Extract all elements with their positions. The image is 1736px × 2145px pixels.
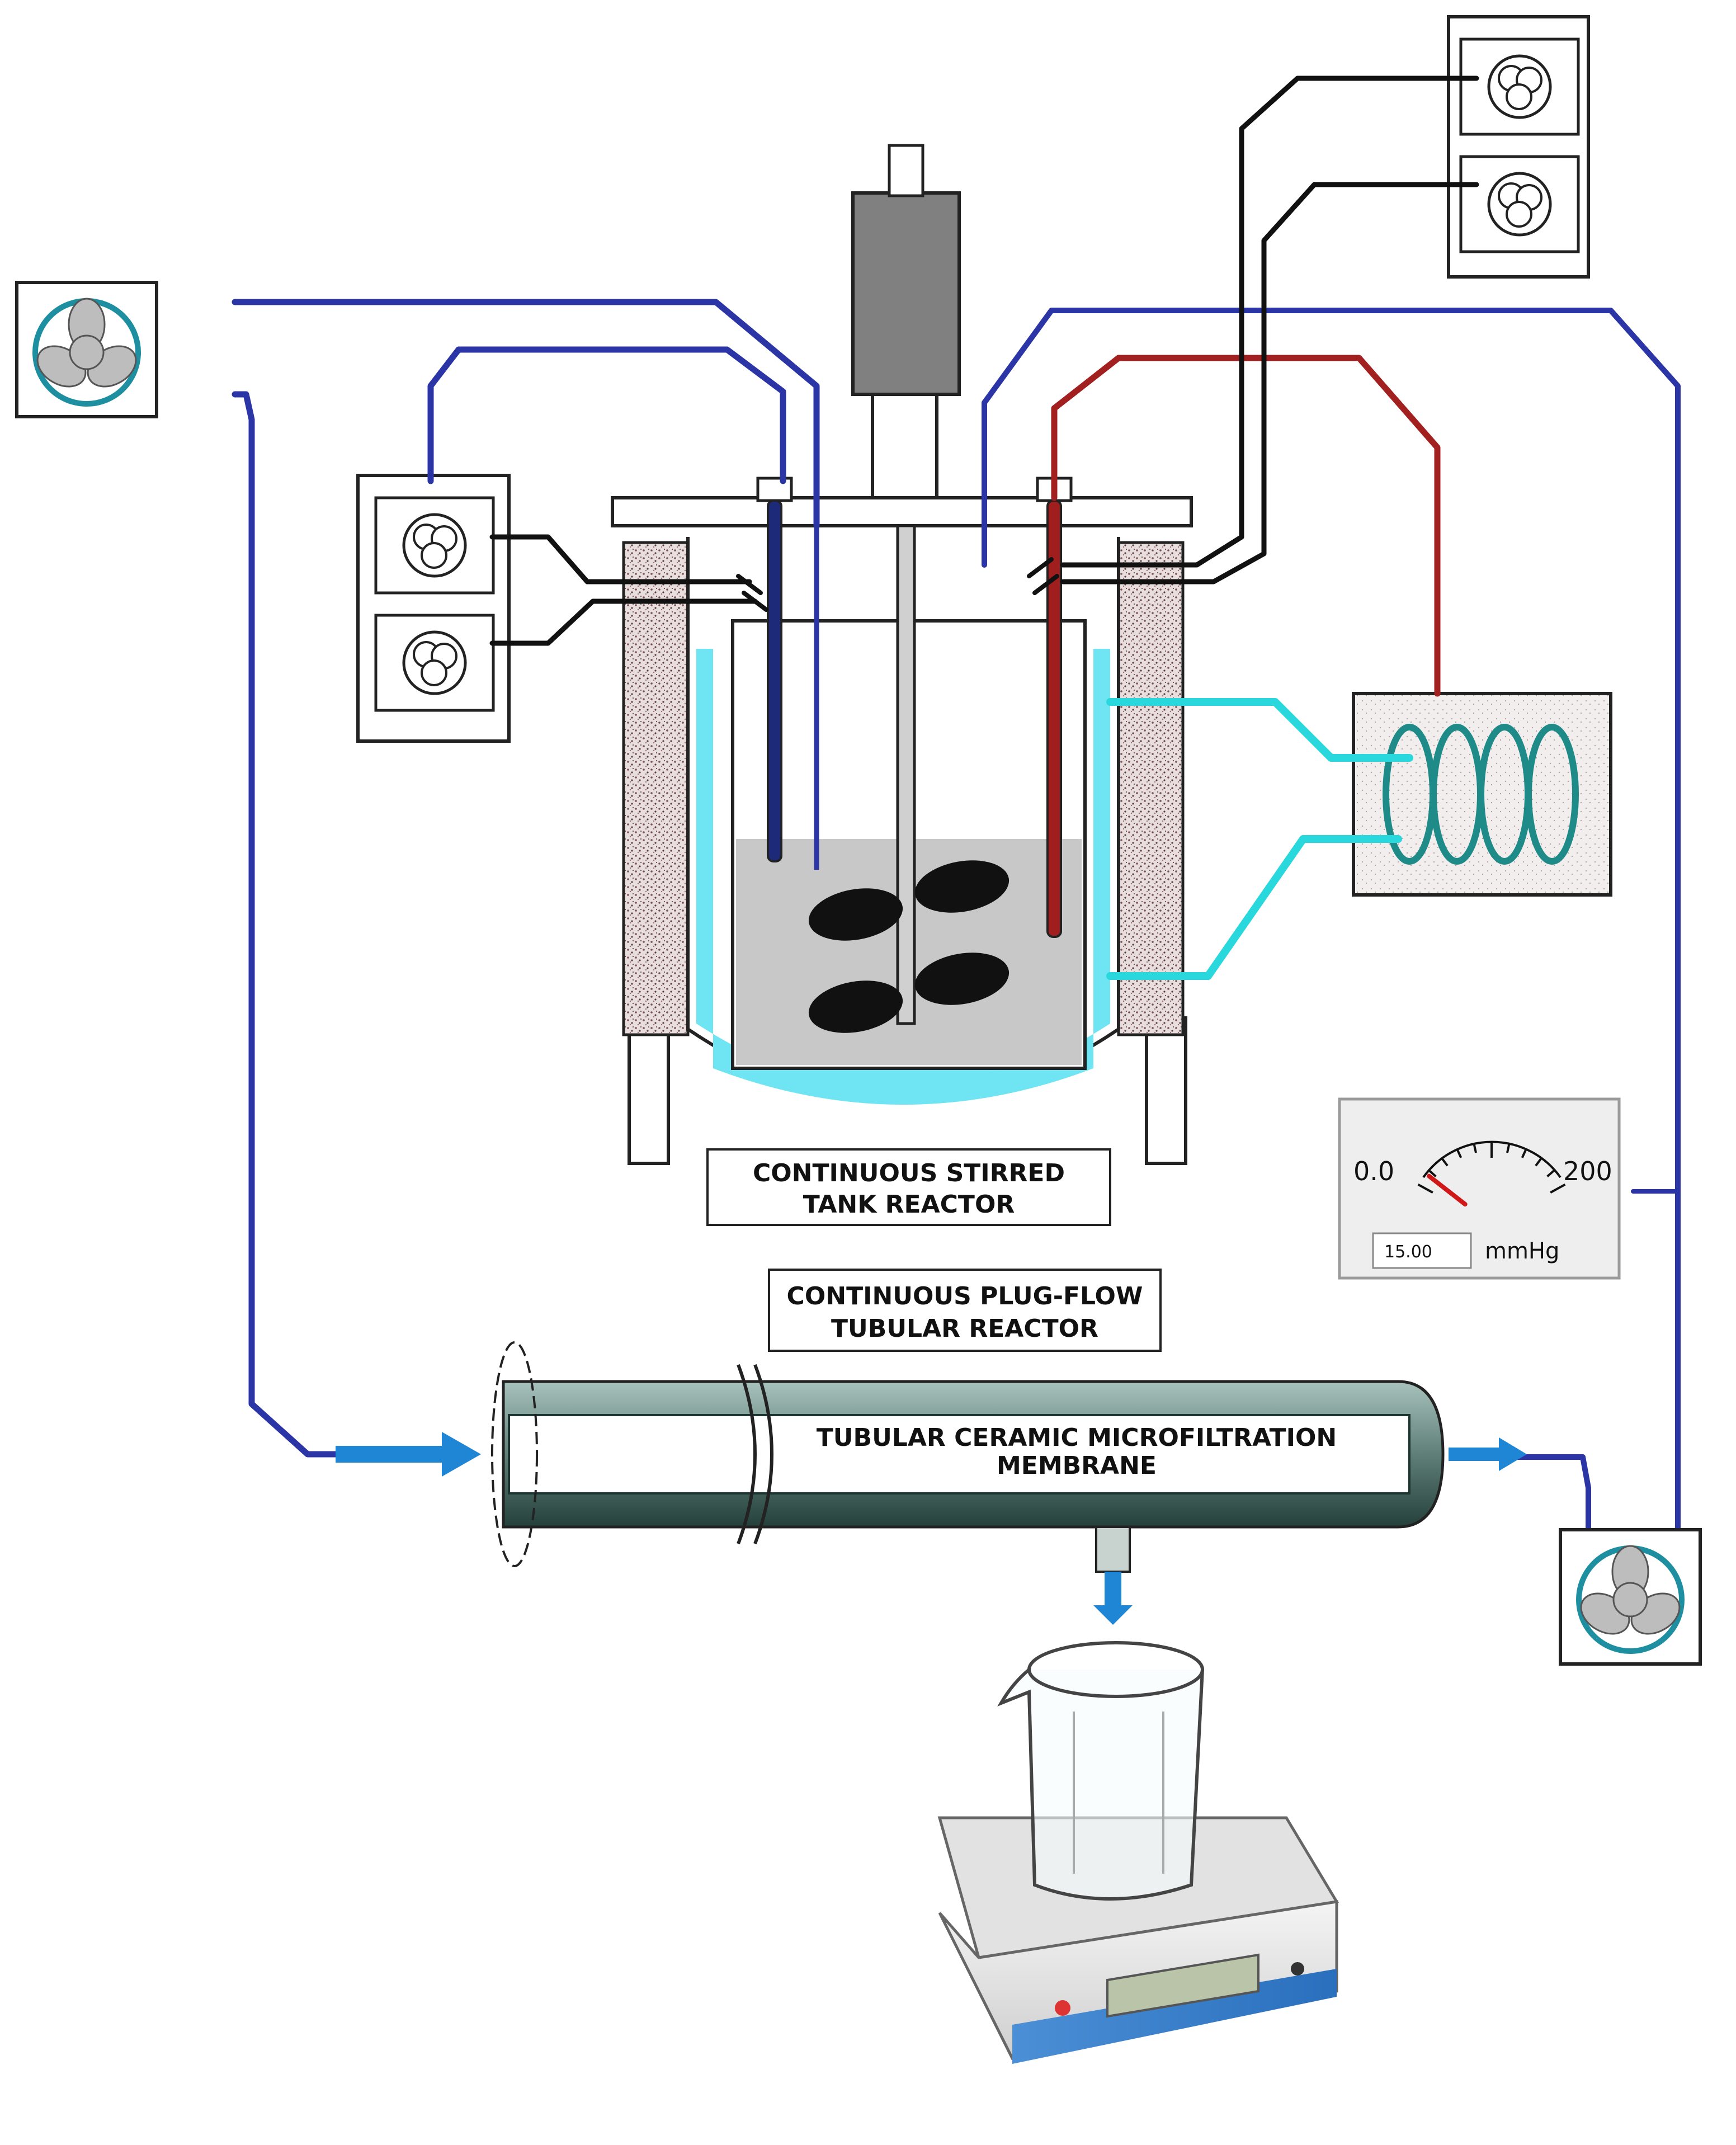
cstr-label-line1: CONTINUOUS STIRRED [753,1159,1065,1187]
gauge-tick [1535,1157,1543,1167]
inlet-arrow [336,1432,481,1477]
controller-unit-icon [376,615,493,710]
beaker-icon [997,1641,1204,1901]
gauge-readout-box [1372,1232,1472,1269]
controller-unit-icon [1461,39,1578,134]
pfr-label: CONTINUOUS PLUG-FLOW TUBULAR REACTOR [768,1269,1162,1352]
gauge-ticks [1417,1141,1566,1194]
gauge-tick [1440,1157,1449,1167]
peristaltic-pump-icon [1560,1530,1700,1664]
cstr-vessel [611,144,1193,1165]
membrane-label-line1: TUBULAR CERAMIC MICROFILTRATION [817,1423,1337,1452]
gauge-needle [1427,1173,1468,1207]
probe-left [767,499,782,862]
tubular-membrane [491,1341,1445,1573]
pipe-network [232,76,1681,1558]
gauge-reading: 15.00 [1384,1242,1432,1262]
left-controller-panel [356,474,511,743]
right-controller-panel [1447,15,1590,279]
controller-unit-icon [1461,157,1578,252]
permeate-arrow [1093,1572,1133,1625]
membrane-label-line2: MEMBRANE [997,1451,1157,1480]
cstr-label: CONTINUOUS STIRRED TANK REACTOR [706,1148,1111,1226]
gauge-tick [1506,1142,1511,1153]
peristaltic-pump-icon [17,282,157,417]
pfr-label-line2: TUBULAR REACTOR [831,1314,1098,1343]
cstr-label-line2: TANK REACTOR [803,1190,1015,1219]
gauge-tick [1417,1183,1433,1194]
gauge-min-label: 0.0 [1353,1156,1394,1186]
gauge-unit: mmHg [1485,1238,1559,1264]
gauge-tick [1546,1169,1556,1177]
outlet-arrow [1449,1437,1527,1471]
heating-coil-icon [1352,692,1612,897]
gauge-tick [1550,1183,1566,1194]
flow-arrows [336,1432,1527,1625]
controller-unit-icon [376,498,493,593]
temperature-probe [1046,499,1062,938]
gauge-tick [1473,1142,1477,1153]
reactor-lid [611,496,1193,527]
stirrer-shaft [896,524,916,1025]
pfr-label-line1: CONTINUOUS PLUG-FLOW [787,1282,1143,1310]
gauge-tick [1427,1169,1437,1177]
membrane-label: TUBULAR CERAMIC MICROFILTRATION MEMBRANE [817,1423,1337,1480]
gauge-tick [1521,1148,1527,1158]
pressure-gauge: 0.0 200 15.00 mmHg [1338,1097,1621,1280]
gauge-tick [1456,1148,1463,1158]
stirrer-motor-icon [851,144,961,499]
balance-display [1106,1953,1259,2018]
impeller [808,860,1009,1033]
gauge-max-label: 200 [1563,1156,1612,1186]
